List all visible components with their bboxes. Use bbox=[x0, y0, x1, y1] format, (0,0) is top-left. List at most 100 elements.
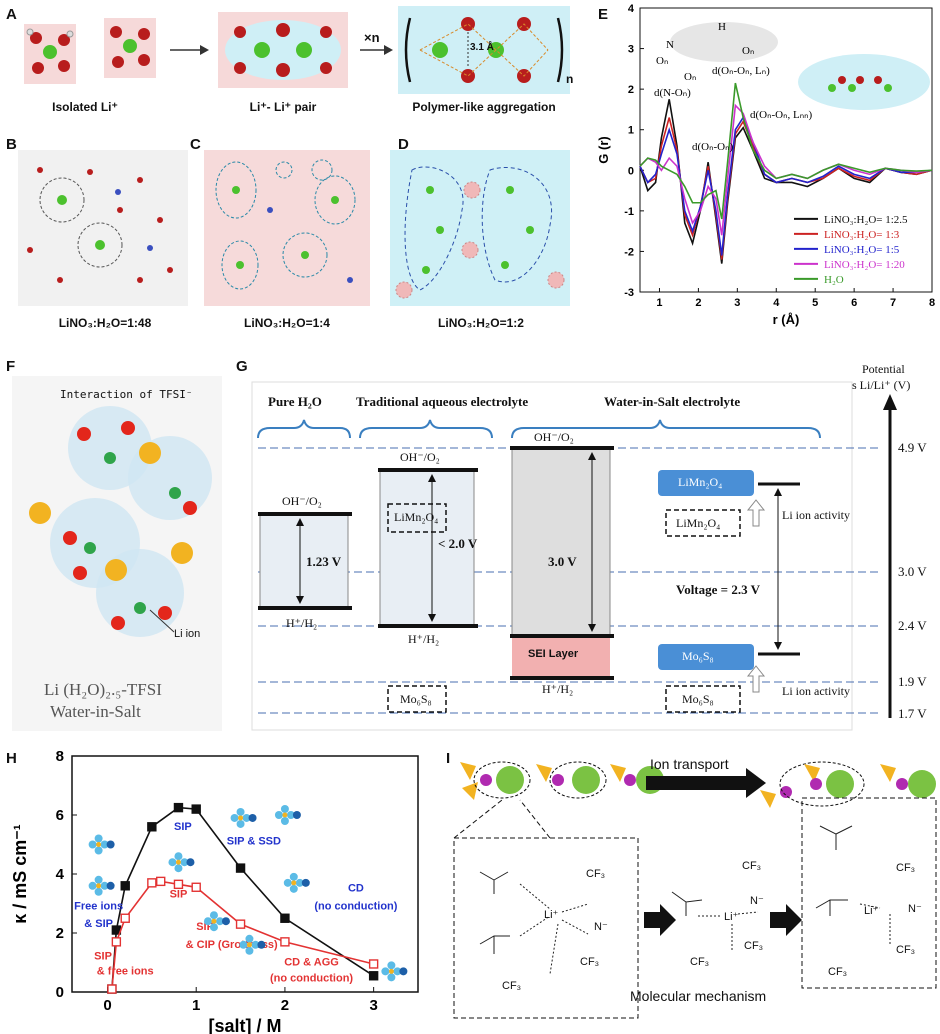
series-0-point bbox=[173, 802, 184, 813]
cluster-solvent bbox=[245, 946, 254, 955]
cluster-solvent bbox=[289, 884, 298, 893]
cluster-solvent bbox=[283, 878, 292, 887]
cluster-cation bbox=[96, 883, 102, 889]
series-0-point bbox=[191, 804, 201, 814]
annotation-7: SIP bbox=[170, 889, 188, 901]
snapshot-d-atoms bbox=[395, 181, 565, 299]
x-tick-label: 5 bbox=[812, 297, 818, 309]
panel-label-d: D bbox=[398, 136, 409, 153]
x-tick-label: 3 bbox=[369, 997, 377, 1014]
annotation-4: Oₙ bbox=[656, 55, 668, 67]
h-h2-wis: H⁺/H₂ bbox=[542, 682, 574, 696]
pot-1-9: 1.9 V bbox=[898, 674, 927, 689]
li-center-1: Li⁺ bbox=[544, 909, 559, 921]
annotation-5: (no conduction) bbox=[314, 900, 397, 912]
panel-a-illustration bbox=[24, 6, 570, 94]
snapshot-c-atoms bbox=[232, 186, 353, 283]
cluster-anion bbox=[221, 917, 230, 926]
series-1-point bbox=[156, 876, 166, 887]
polymer-n: n bbox=[566, 72, 574, 86]
li-center-3: Li⁺ bbox=[864, 905, 879, 917]
cluster-icon-7 bbox=[239, 934, 266, 955]
cf3-2c: CF₃ bbox=[690, 956, 710, 968]
panel-i: I bbox=[440, 744, 940, 1034]
ion-pairs-right bbox=[760, 761, 936, 808]
x-tick-label: 6 bbox=[851, 297, 857, 309]
annotation-3: & SIP bbox=[84, 918, 113, 930]
cluster-anion bbox=[399, 967, 408, 976]
cluster-anion bbox=[106, 840, 115, 849]
pot-1-7: 1.7 V bbox=[898, 706, 927, 721]
annotation-1: SIP & SSD bbox=[227, 836, 281, 848]
series-1-point bbox=[191, 882, 201, 892]
mos-electrode: Mo₆S₈ bbox=[682, 649, 714, 663]
cluster-icon-6 bbox=[203, 911, 230, 932]
cluster-icon-2 bbox=[168, 852, 195, 873]
h-h2-trad: H⁺/H₂ bbox=[408, 632, 440, 646]
annotation-6: SIP bbox=[94, 951, 112, 963]
panel-label-c: C bbox=[190, 136, 201, 153]
cluster-solvent bbox=[215, 917, 224, 926]
cluster-cation bbox=[238, 815, 244, 821]
panel-label-h: H bbox=[6, 750, 17, 767]
cluster-solvent bbox=[180, 858, 189, 867]
panel-g: G Potential vs Li/Li⁺ (V) bbox=[230, 358, 940, 738]
cluster-solvent bbox=[100, 881, 109, 890]
y-tick-label: 4 bbox=[628, 3, 635, 15]
cluster-anion bbox=[292, 811, 301, 819]
inset-o-atom-1 bbox=[856, 76, 864, 84]
series-line-1 bbox=[639, 117, 933, 260]
series-1-point bbox=[368, 959, 379, 969]
legend-label-4: H₂O bbox=[824, 274, 844, 286]
cf3-3b: CF₃ bbox=[896, 944, 916, 956]
y-tick-label: 2 bbox=[628, 84, 634, 96]
cluster-cation bbox=[282, 812, 288, 818]
header-traditional: Traditional aqueous electrolyte bbox=[356, 394, 529, 409]
inset-li-atom-1 bbox=[848, 84, 856, 92]
cluster-solvent bbox=[274, 811, 283, 819]
inset-li-atom-2 bbox=[884, 84, 892, 92]
wis-name: Water-in-Salt bbox=[50, 702, 141, 721]
n-center-1: N⁻ bbox=[594, 921, 608, 933]
window-wis: 3.0 V bbox=[548, 554, 577, 569]
x-tick-label: 7 bbox=[890, 297, 896, 309]
caption-c: LiNO₃:H₂O=1:4 bbox=[244, 316, 330, 330]
cluster-solvent bbox=[94, 846, 103, 855]
cf3-2b: CF₃ bbox=[744, 940, 764, 952]
window-pure: 1.23 V bbox=[306, 554, 342, 569]
y-axis-label: κ / mS cm⁻¹ bbox=[10, 824, 30, 924]
series-1-point bbox=[107, 984, 117, 994]
plot-frame bbox=[639, 7, 933, 293]
y-tick-label: -1 bbox=[624, 206, 634, 218]
cluster-solvent bbox=[209, 911, 218, 920]
legend-label-3: LiNO₃:H₂O= 1:20 bbox=[824, 259, 905, 271]
annotation-5: N bbox=[666, 39, 674, 51]
panel-a: A bbox=[0, 0, 600, 140]
cluster-cation bbox=[211, 918, 217, 924]
limn-dashed: LiMn₂O₄ bbox=[676, 516, 721, 530]
cluster-cation bbox=[175, 859, 181, 865]
y-tick-label: 0 bbox=[56, 984, 64, 1001]
y-tick-label: 1 bbox=[628, 125, 634, 137]
sei-layer-label: SEI Layer bbox=[528, 648, 579, 660]
annotation-11: CD & AGG bbox=[284, 956, 339, 968]
legend-label-2: LiNO₃:H₂O= 1:5 bbox=[824, 244, 900, 256]
inset-o-atom-2 bbox=[874, 76, 882, 84]
cluster-icon-3 bbox=[230, 807, 257, 828]
cluster-solvent bbox=[174, 864, 183, 873]
series-1-point bbox=[235, 919, 246, 929]
pair-distance-label: 3.1 Å bbox=[470, 42, 494, 53]
panels-bcd-snapshots bbox=[18, 150, 570, 306]
cluster-solvent bbox=[295, 878, 304, 887]
y-tick-label: -2 bbox=[624, 246, 634, 258]
x-tick-label: 4 bbox=[773, 297, 780, 309]
mos-trad: Mo₆S₈ bbox=[400, 692, 432, 706]
cluster-solvent bbox=[245, 934, 254, 943]
annotation-6: Oₙ bbox=[684, 71, 696, 83]
cluster-solvent bbox=[251, 940, 260, 949]
isolated-li-cluster-2 bbox=[110, 26, 150, 68]
y-tick-label: 2 bbox=[56, 925, 64, 942]
cluster-anion bbox=[257, 940, 266, 949]
